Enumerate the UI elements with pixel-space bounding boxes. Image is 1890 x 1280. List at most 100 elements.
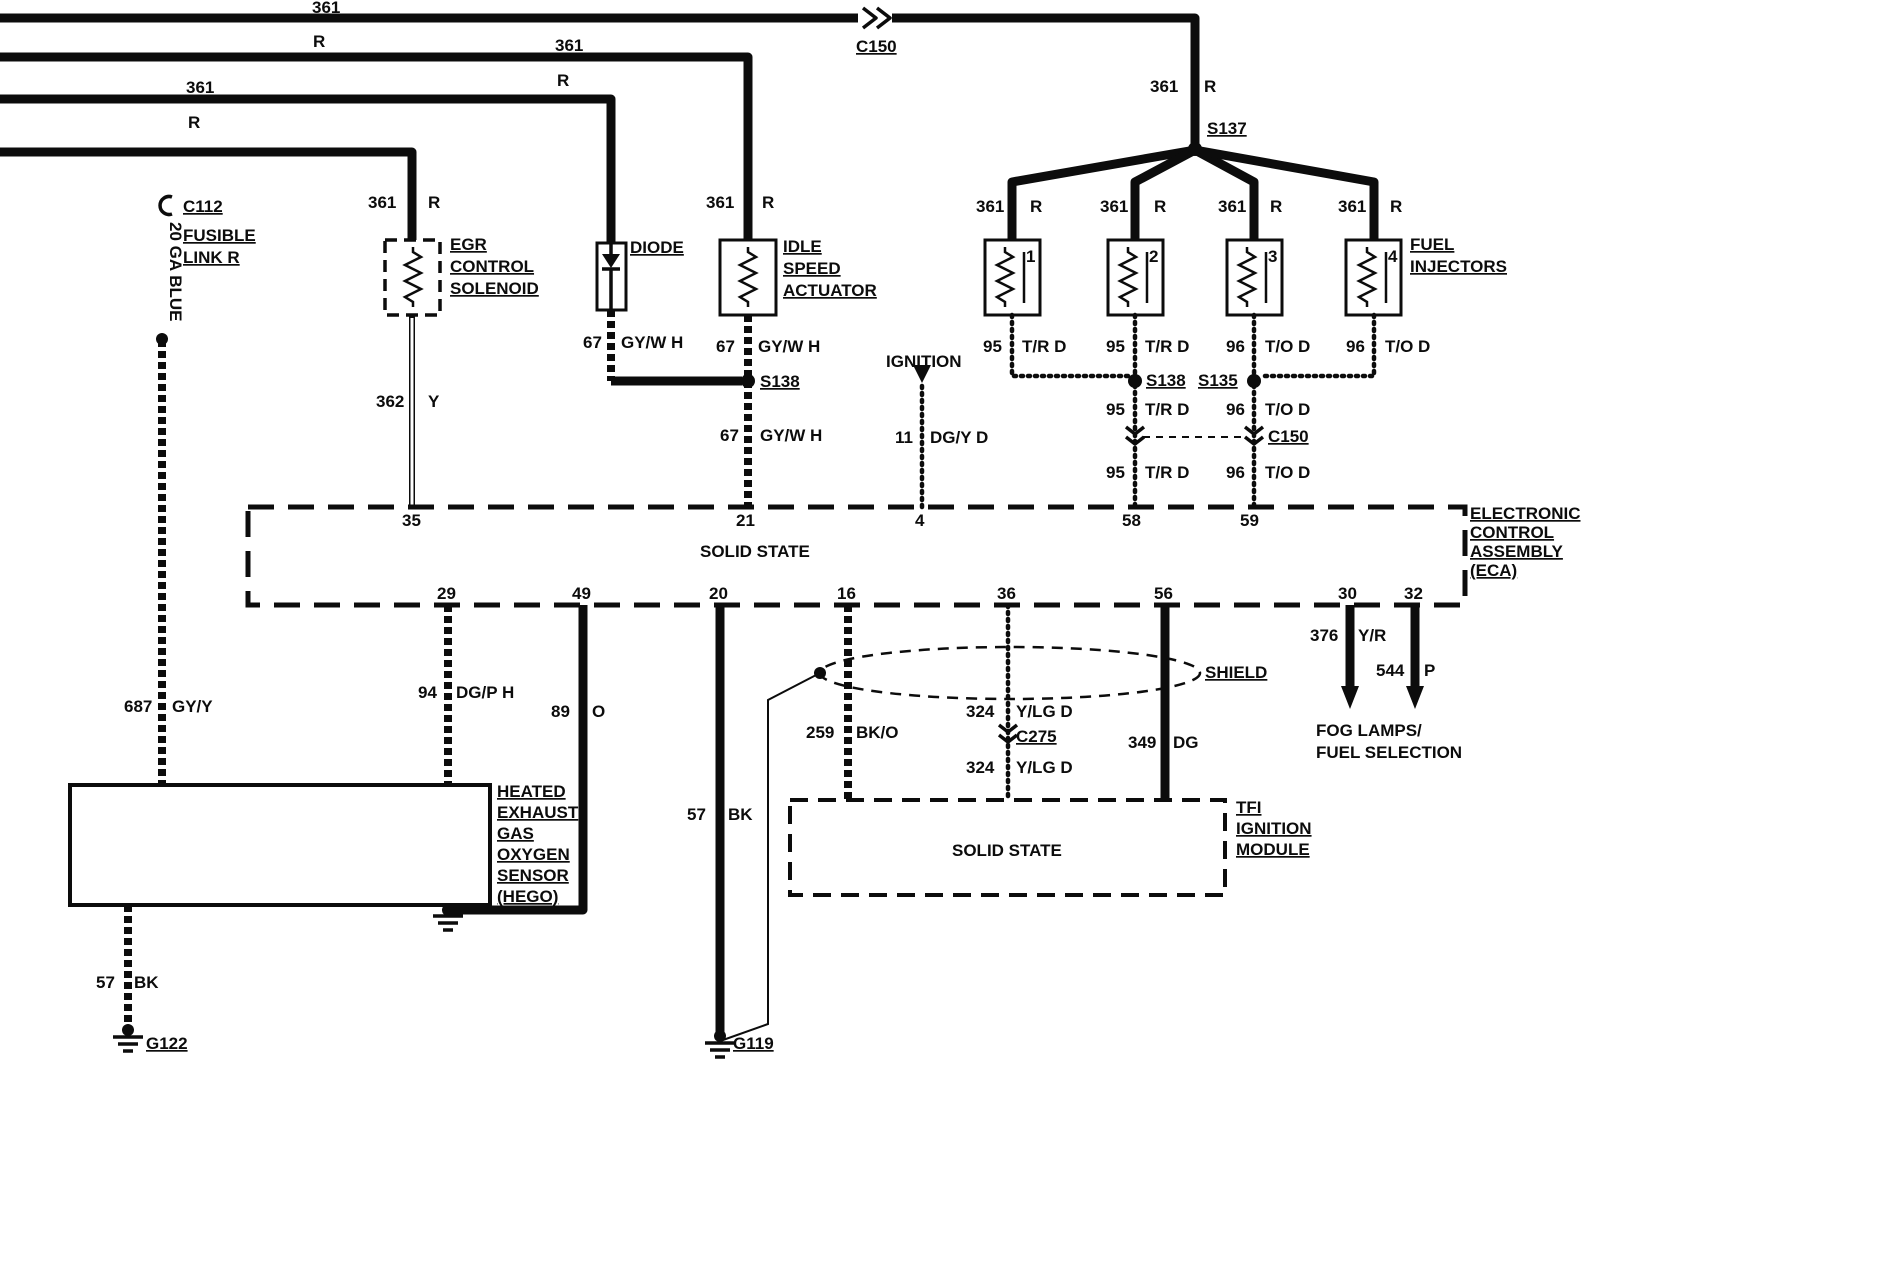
wire-361-inj2-color: R bbox=[1154, 197, 1166, 216]
fog-lamps-arrow-2-icon bbox=[1406, 686, 1424, 709]
ground-g122-label: G122 bbox=[146, 1034, 188, 1053]
hego-name-6: (HEGO) bbox=[497, 887, 558, 906]
wires bbox=[0, 13, 1420, 1041]
connector-c275-label: C275 bbox=[1016, 727, 1057, 746]
wire-57a-color: BK bbox=[728, 805, 753, 824]
diode-icon bbox=[602, 243, 620, 310]
ignition-arrow-icon bbox=[913, 365, 931, 383]
wire-544-num: 544 bbox=[1376, 661, 1405, 680]
eca-name-2: CONTROL bbox=[1470, 523, 1554, 542]
hego-name-4: OXYGEN bbox=[497, 845, 570, 864]
wire-361-branch-inj2 bbox=[1130, 146, 1198, 240]
isa-coil-icon bbox=[738, 245, 758, 309]
tfi-solid-state: SOLID STATE bbox=[952, 841, 1062, 860]
wire-67a-color: GY/W H bbox=[621, 333, 683, 352]
wire-67b-color: GY/W H bbox=[758, 337, 820, 356]
eca-pin-35: 35 bbox=[402, 511, 421, 530]
wire-324b-color: Y/LG D bbox=[1016, 758, 1073, 777]
eca-pin-56: 56 bbox=[1154, 584, 1173, 603]
wire-324b-num: 324 bbox=[966, 758, 995, 777]
wire-361-branch-inj4 bbox=[1194, 145, 1379, 240]
injector-4-coil-icon bbox=[1357, 245, 1377, 309]
wire-259-num: 259 bbox=[806, 723, 834, 742]
diode-name: DIODE bbox=[630, 238, 684, 257]
eca-pin-58: 58 bbox=[1122, 511, 1141, 530]
wire-96a-color: T/O D bbox=[1265, 337, 1310, 356]
fog-lamps-arrow-1-icon bbox=[1341, 686, 1359, 709]
egr-name-3: SOLENOID bbox=[450, 279, 539, 298]
wire-96d-num: 96 bbox=[1226, 463, 1245, 482]
wire-361-diode-feed bbox=[0, 94, 616, 243]
wire-95c-color: T/R D bbox=[1145, 400, 1189, 419]
eca-pin-49: 49 bbox=[572, 584, 591, 603]
wire-361-line2-color: R bbox=[557, 71, 569, 90]
wire-361-inj1-color: R bbox=[1030, 197, 1042, 216]
injector-2-coil-icon bbox=[1118, 245, 1138, 309]
wire-362-color: Y bbox=[428, 392, 440, 411]
wire-324a-num: 324 bbox=[966, 702, 995, 721]
idle-speed-actuator-box bbox=[718, 238, 778, 317]
wire-361-main-num: 361 bbox=[312, 0, 340, 17]
wire-11-num: 11 bbox=[895, 428, 913, 447]
wire-96d-color: T/O D bbox=[1265, 463, 1310, 482]
splice-dot-s135 bbox=[1247, 374, 1261, 388]
isa-name-2: SPEED bbox=[783, 259, 841, 278]
hego-name-1: HEATED bbox=[497, 782, 566, 801]
injector-2-box bbox=[1106, 238, 1165, 317]
wire-361-inj1-num: 361 bbox=[976, 197, 1004, 216]
wire-95a-color: T/R D bbox=[1022, 337, 1066, 356]
wire-259-color: BK/O bbox=[856, 723, 899, 742]
ground-g119-label: G119 bbox=[733, 1034, 774, 1053]
wire-361-inj3-color: R bbox=[1270, 197, 1282, 216]
hego-name-5: SENSOR bbox=[497, 866, 569, 885]
wire-361-inj2-num: 361 bbox=[1100, 197, 1128, 216]
connector-c150-mid-label: C150 bbox=[1268, 427, 1309, 446]
eca-pin-16: 16 bbox=[837, 584, 856, 603]
wire-95c-num: 95 bbox=[1106, 400, 1125, 419]
tfi-name-3: MODULE bbox=[1236, 840, 1310, 859]
isa-name-1: IDLE bbox=[783, 237, 822, 256]
eca-name-1: ELECTRONIC bbox=[1470, 504, 1581, 523]
tfi-name-2: IGNITION bbox=[1236, 819, 1312, 838]
wire-95d-color: T/R D bbox=[1145, 463, 1189, 482]
eca-box bbox=[245, 504, 1468, 608]
tfi-name-1: TFI bbox=[1236, 798, 1262, 817]
eca-solid-state: SOLID STATE bbox=[700, 542, 810, 561]
splice-s138-label: S138 bbox=[1146, 371, 1186, 390]
wire-67c-num: 67 bbox=[720, 426, 739, 445]
wire-361-line3-num: 361 bbox=[186, 78, 214, 97]
hego-name-3: GAS bbox=[497, 824, 534, 843]
wire-324a-color: Y/LG D bbox=[1016, 702, 1073, 721]
egr-name-1: EGR bbox=[450, 235, 487, 254]
component-boxes bbox=[68, 238, 1468, 907]
shield-dot bbox=[814, 667, 826, 679]
injector-1-num: 1 bbox=[1026, 247, 1035, 266]
shield-label: SHIELD bbox=[1205, 663, 1267, 682]
injector-2-num: 2 bbox=[1149, 247, 1158, 266]
eca-pin-20: 20 bbox=[709, 584, 728, 603]
wire-361-main bbox=[0, 13, 1200, 150]
eca-pin-29: 29 bbox=[437, 584, 456, 603]
wire-94-color: DG/P H bbox=[456, 683, 514, 702]
wire-67b-num: 67 bbox=[716, 337, 735, 356]
wire-544-color: P bbox=[1424, 661, 1435, 680]
splice-s137-label: S137 bbox=[1207, 119, 1247, 138]
hego-box bbox=[68, 783, 492, 907]
wire-361-isa-feed bbox=[0, 52, 753, 240]
wire-376-num: 376 bbox=[1310, 626, 1338, 645]
wire-95b-num: 95 bbox=[1106, 337, 1125, 356]
wire-361-main-color: R bbox=[313, 32, 325, 51]
eca-pin-36: 36 bbox=[997, 584, 1016, 603]
connector-c150-top-label: C150 bbox=[856, 37, 897, 56]
egr-name-2: CONTROL bbox=[450, 257, 534, 276]
wire-361-isa-color: R bbox=[762, 193, 774, 212]
wire-362-num: 362 bbox=[376, 392, 404, 411]
eca-name-3: ASSEMBLY bbox=[1470, 542, 1564, 561]
fusible-link-dot bbox=[156, 333, 168, 345]
splice-s135-label: S135 bbox=[1198, 371, 1238, 390]
egr-coil-icon bbox=[403, 245, 423, 309]
eca-pin-4: 4 bbox=[915, 511, 925, 530]
wire-67c-color: GY/W H bbox=[760, 426, 822, 445]
